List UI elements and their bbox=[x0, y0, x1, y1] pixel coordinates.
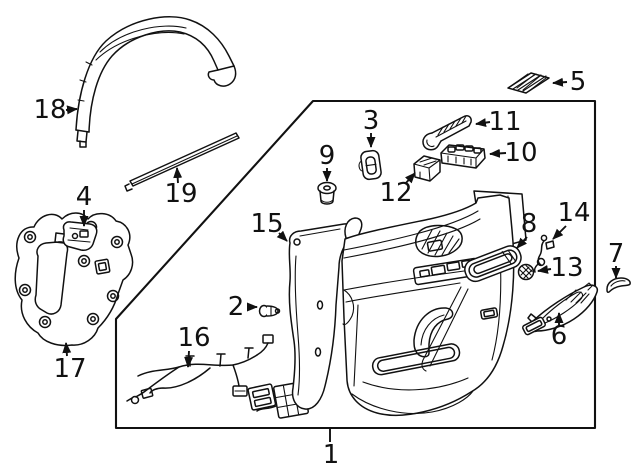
lock-knob-drawing bbox=[517, 263, 535, 281]
callout-5-arrow bbox=[552, 77, 568, 87]
callout-4[interactable]: 4 bbox=[75, 182, 93, 212]
callout-8[interactable]: 8 bbox=[520, 209, 538, 239]
callout-15[interactable]: 15 bbox=[250, 209, 284, 239]
callout-10[interactable]: 10 bbox=[504, 138, 538, 168]
callout-13[interactable]: 13 bbox=[550, 253, 584, 283]
belt-weatherstrip-drawing bbox=[124, 132, 240, 192]
grommet-nut-drawing bbox=[317, 181, 337, 205]
callout-12[interactable]: 12 bbox=[379, 178, 413, 208]
wiring-harness-drawing bbox=[126, 334, 316, 419]
callout-11[interactable]: 11 bbox=[488, 107, 522, 137]
pull-cup-trim-drawing bbox=[464, 245, 522, 283]
callout-2[interactable]: 2 bbox=[227, 292, 245, 322]
speaker-grille-drawing bbox=[507, 72, 550, 94]
latch-clip-drawing bbox=[54, 221, 98, 251]
push-pin-clip-drawing bbox=[258, 304, 281, 318]
window-molding-drawing bbox=[75, 16, 237, 148]
callout-19[interactable]: 19 bbox=[164, 179, 198, 209]
callout-arrows bbox=[62, 77, 621, 442]
callout-16[interactable]: 16 bbox=[177, 323, 211, 353]
callout-11-arrow bbox=[475, 118, 491, 128]
callout-14[interactable]: 14 bbox=[557, 198, 591, 228]
switch-bezel-drawing bbox=[422, 115, 472, 151]
lock-rod-drawing bbox=[533, 234, 555, 273]
callout-1[interactable]: 1 bbox=[322, 440, 340, 470]
door-trim-panel-drawing bbox=[341, 194, 515, 416]
callout-13-arrow bbox=[537, 265, 552, 274]
callout-6[interactable]: 6 bbox=[550, 321, 568, 351]
access-cover-drawing bbox=[606, 277, 631, 293]
callout-17-arrow bbox=[62, 342, 72, 357]
callout-10-arrow bbox=[489, 148, 507, 158]
callout-3[interactable]: 3 bbox=[362, 106, 380, 136]
callout-15-arrow bbox=[276, 230, 288, 242]
callout-12-arrow bbox=[404, 172, 416, 185]
callout-7[interactable]: 7 bbox=[607, 239, 625, 269]
callout-19-arrow bbox=[173, 167, 183, 184]
lamp-lens-drawing bbox=[522, 316, 546, 336]
callout-9[interactable]: 9 bbox=[318, 141, 336, 171]
callout-16-arrow bbox=[184, 350, 194, 368]
callout-17[interactable]: 17 bbox=[53, 354, 87, 384]
callout-18-arrow bbox=[65, 105, 78, 115]
callout-14-arrow bbox=[552, 225, 567, 240]
diagram-frame-box bbox=[114, 99, 597, 430]
retainer-clip-drawing bbox=[358, 149, 382, 181]
callout-18[interactable]: 18 bbox=[33, 95, 67, 125]
memory-switch-drawing bbox=[413, 155, 441, 182]
callout-5[interactable]: 5 bbox=[569, 67, 587, 97]
callout-8-arrow bbox=[516, 236, 528, 249]
window-switch-drawing bbox=[440, 144, 486, 169]
